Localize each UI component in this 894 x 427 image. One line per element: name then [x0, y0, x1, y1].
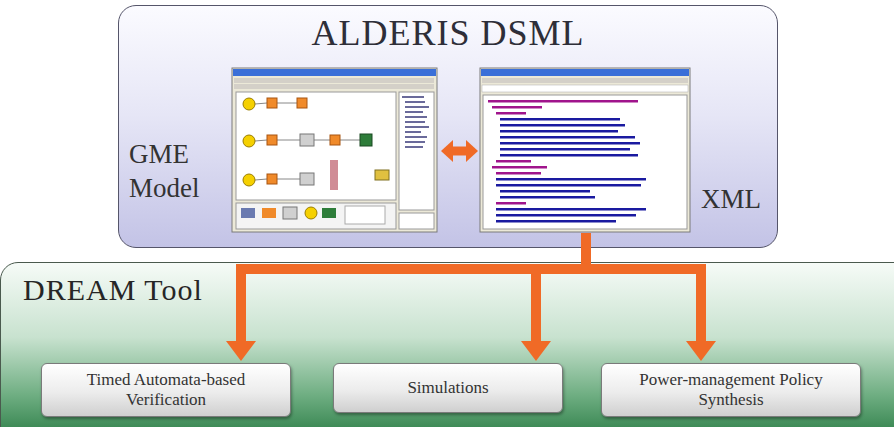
arrow-head: [686, 341, 716, 361]
flow-arrow: [586, 233, 716, 361]
node-label: Simulations: [401, 378, 494, 398]
arrow-head: [441, 140, 453, 162]
process-box: Simulations: [333, 363, 563, 413]
arrow-shaft: [453, 147, 466, 156]
arrow-head: [521, 341, 551, 361]
arrow-shaft: [536, 233, 586, 342]
flow-arrow: [521, 233, 586, 361]
arrow-shaft: [241, 233, 586, 342]
node-label: ALDERIS DSML: [119, 12, 777, 54]
process-box: Timed Automata-based Verification: [41, 363, 291, 417]
gme-screenshot: [232, 68, 437, 232]
node-label: Timed Automata-based Verification: [53, 370, 280, 410]
node-label: GME Model: [129, 137, 229, 205]
arrow-head: [226, 341, 256, 361]
flow-arrow: [441, 140, 478, 162]
xml-screenshot: [480, 68, 690, 232]
flow-arrow: [226, 233, 586, 361]
arrow-head: [466, 140, 478, 162]
node-label: XML: [701, 182, 763, 216]
node-label: DREAM Tool: [23, 272, 203, 308]
node-label: Power-management Policy Synthesis: [630, 370, 832, 410]
process-box: Power-management Policy Synthesis: [601, 363, 861, 417]
arrow-shaft: [586, 233, 701, 342]
tool-panel: DREAM ToolTimed Automata-based Verificat…: [0, 262, 894, 427]
